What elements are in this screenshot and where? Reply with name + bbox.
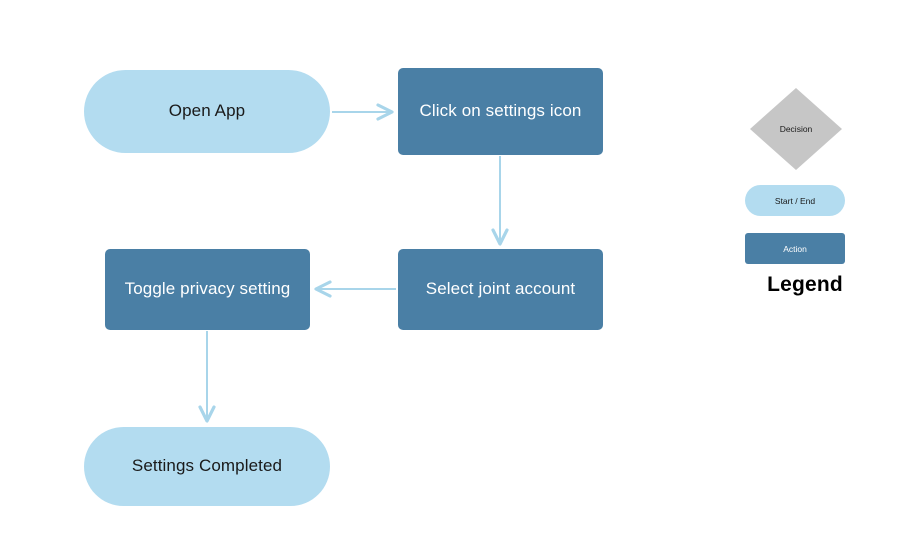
node-toggle-privacy-setting[interactable]: Toggle privacy setting xyxy=(105,249,310,330)
legend-item-decision: Decision xyxy=(750,88,842,170)
legend-item-action: Action xyxy=(745,233,845,264)
node-click-settings-icon[interactable]: Click on settings icon xyxy=(398,68,603,155)
legend-item-label: Start / End xyxy=(774,195,816,206)
node-label: Select joint account xyxy=(425,279,576,299)
node-label: Toggle privacy setting xyxy=(124,279,291,299)
node-label: Click on settings icon xyxy=(419,101,582,121)
node-settings-completed[interactable]: Settings Completed xyxy=(84,427,330,506)
legend: Decision Start / End Action Legend xyxy=(735,80,875,305)
decision-diamond-icon: Decision xyxy=(750,88,842,170)
legend-item-terminal: Start / End xyxy=(745,185,845,216)
node-label: Open App xyxy=(168,101,246,121)
node-select-joint-account[interactable]: Select joint account xyxy=(398,249,603,330)
legend-item-label: Decision xyxy=(779,124,813,134)
legend-item-label: Action xyxy=(783,243,807,254)
node-open-app[interactable]: Open App xyxy=(84,70,330,153)
legend-title: Legend xyxy=(767,273,843,296)
node-label: Settings Completed xyxy=(131,456,283,476)
